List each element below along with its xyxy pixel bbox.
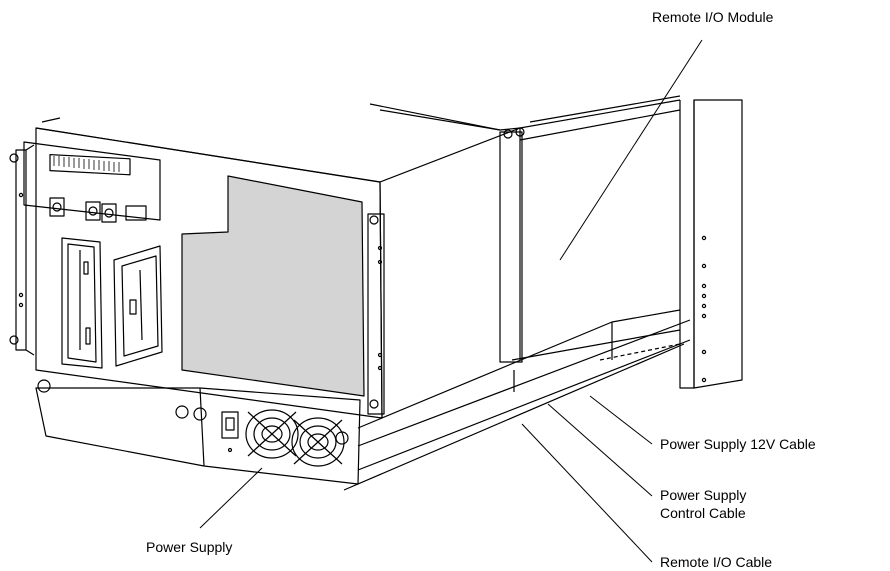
side-access-panel [181,175,365,397]
label-power-supply-control-cable-line1: Power Supply [660,487,747,503]
drive-bays [61,237,163,369]
leader-power-supply [199,467,263,529]
label-power-supply-control-cable: Power Supply Control Cable [660,486,746,522]
label-power-supply-control-cable-line2: Control Cable [660,505,746,521]
leader-remote-io-cable [521,423,653,563]
leader-power-supply-control-cable [547,403,653,497]
left-rack-rail [9,144,35,356]
leader-power-supply-12v-cable [589,395,653,445]
label-power-supply-12v-cable: Power Supply 12V Cable [660,436,816,452]
remote-io-module [499,109,681,363]
label-remote-io-cable: Remote I/O Cable [660,554,773,570]
label-power-supply: Power Supply [146,539,233,555]
right-rack-post [679,99,743,389]
mid-rail [367,213,385,415]
slide-rails [343,309,691,491]
label-remote-io-module: Remote I/O Module [652,9,774,25]
fan-grille-right [291,417,345,467]
leader-remote-io-module [559,39,703,261]
fan-grille-left [245,409,299,459]
power-supply-housing [35,379,361,485]
